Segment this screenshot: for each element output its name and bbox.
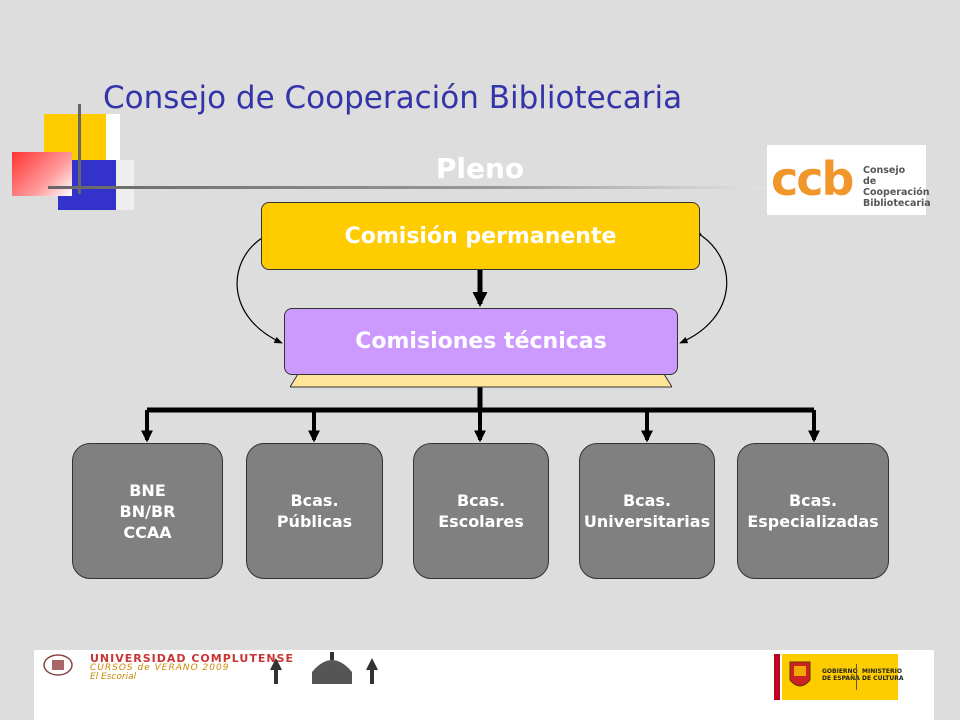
curve-left — [236, 231, 283, 344]
leaf-line: Bcas. — [456, 491, 506, 510]
ucm-subtitle: CURSOS de VERANO 2009 — [90, 663, 230, 673]
ucm-name: UNIVERSIDAD COMPLUTENSE — [90, 652, 294, 665]
gobierno-espana-logo: GOBIERNO DE ESPAÑA MINISTERIO DE CULTURA — [774, 654, 904, 700]
ccb-logo-line-1: Consejo — [863, 165, 906, 176]
leaf-line: Públicas — [276, 512, 353, 531]
ccb-logo-text: Consejo de Cooperación Bibliotecaria — [863, 165, 931, 209]
ccb-logo: ccb Consejo de Cooperación Bibliotecaria — [767, 145, 931, 215]
node-comisiones-tecnicas: Comisiones técnicas — [284, 308, 678, 375]
title-rule — [48, 186, 788, 189]
node-comisiones-tecnicas-base — [290, 374, 672, 388]
node-leaf-universitarias: Bcas. Universitarias — [579, 443, 715, 579]
ccb-logo-line-2: de Cooperación — [863, 176, 930, 198]
leaf-line: Especializadas — [747, 512, 879, 531]
gov-text-1: GOBIERNO DE ESPAÑA — [822, 668, 860, 682]
footer-banner: UNIVERSIDAD COMPLUTENSE CURSOS de VERANO… — [34, 650, 934, 720]
ccb-logo-mark: ccb — [771, 152, 854, 206]
pleno-label: Pleno — [435, 152, 525, 185]
node-leaf-escolares: Bcas. Escolares — [413, 443, 549, 579]
escorial-monastery-icon — [270, 652, 378, 684]
leaf-line: CCAA — [123, 522, 172, 542]
leaf-line: Escolares — [438, 512, 524, 531]
gov-separator — [856, 664, 857, 690]
decor-light-square — [116, 160, 134, 210]
node-leaf-especializadas: Bcas. Especializadas — [737, 443, 889, 579]
leaf-line: Bcas. — [290, 491, 339, 510]
decor-vertical-rule — [78, 104, 81, 194]
ucm-seal-icon — [43, 654, 73, 676]
flag-stripe — [774, 654, 780, 700]
leaf-line: Bcas. — [788, 491, 838, 510]
leaf-line: Bcas. — [622, 491, 672, 510]
ucm-place: El Escorial — [90, 672, 137, 682]
leaf-line: BN/BR — [119, 501, 176, 521]
leaf-line: BNE — [129, 480, 166, 500]
leaf-line: Universitarias — [583, 512, 711, 531]
gov-text-2: MINISTERIO DE CULTURA — [862, 668, 904, 682]
coat-of-arms-icon — [789, 661, 811, 687]
ccb-logo-line-3: Bibliotecaria — [863, 198, 931, 209]
node-comision-permanente: Comisión permanente — [261, 202, 700, 270]
page-title: Consejo de Cooperación Bibliotecaria — [103, 80, 683, 116]
curve-right — [679, 228, 728, 344]
decor-white-square — [106, 114, 120, 160]
node-leaf-bne: BNE BN/BR CCAA — [72, 443, 223, 579]
node-leaf-publicas: Bcas. Públicas — [246, 443, 383, 579]
